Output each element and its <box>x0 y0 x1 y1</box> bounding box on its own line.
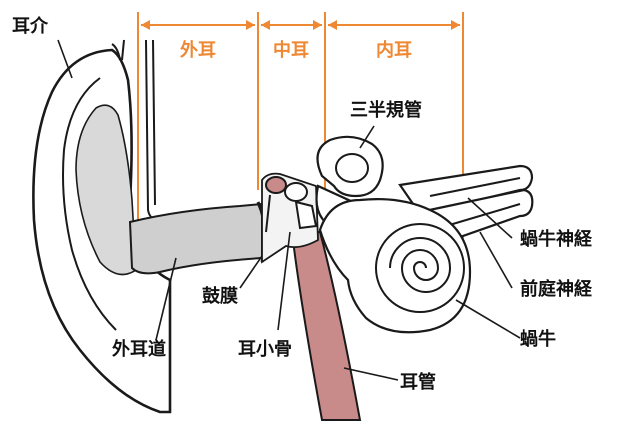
incus <box>285 183 307 201</box>
auricle-label: 耳介 <box>12 15 49 37</box>
semicircular-canals-label: 三半規管 <box>350 99 422 121</box>
head-outline <box>146 40 165 222</box>
eardrum-label: 鼓膜 <box>202 285 238 307</box>
eustachian-tube-label: 耳管 <box>400 371 436 393</box>
outer-ear-label: 外耳 <box>180 39 216 61</box>
ossicles-label: 耳小骨 <box>238 339 292 360</box>
inner-ear-label: 内耳 <box>376 39 412 61</box>
vestibular-nerve-label: 前庭神経 <box>520 278 593 300</box>
cochlear-nerve-label: 蝸牛神経 <box>520 228 593 250</box>
cochlea-label: 蝸牛 <box>520 328 556 350</box>
middle-ear-label: 中耳 <box>273 39 309 61</box>
external-auditory-canal-label: 外耳道 <box>112 338 166 360</box>
malleus <box>266 177 286 193</box>
